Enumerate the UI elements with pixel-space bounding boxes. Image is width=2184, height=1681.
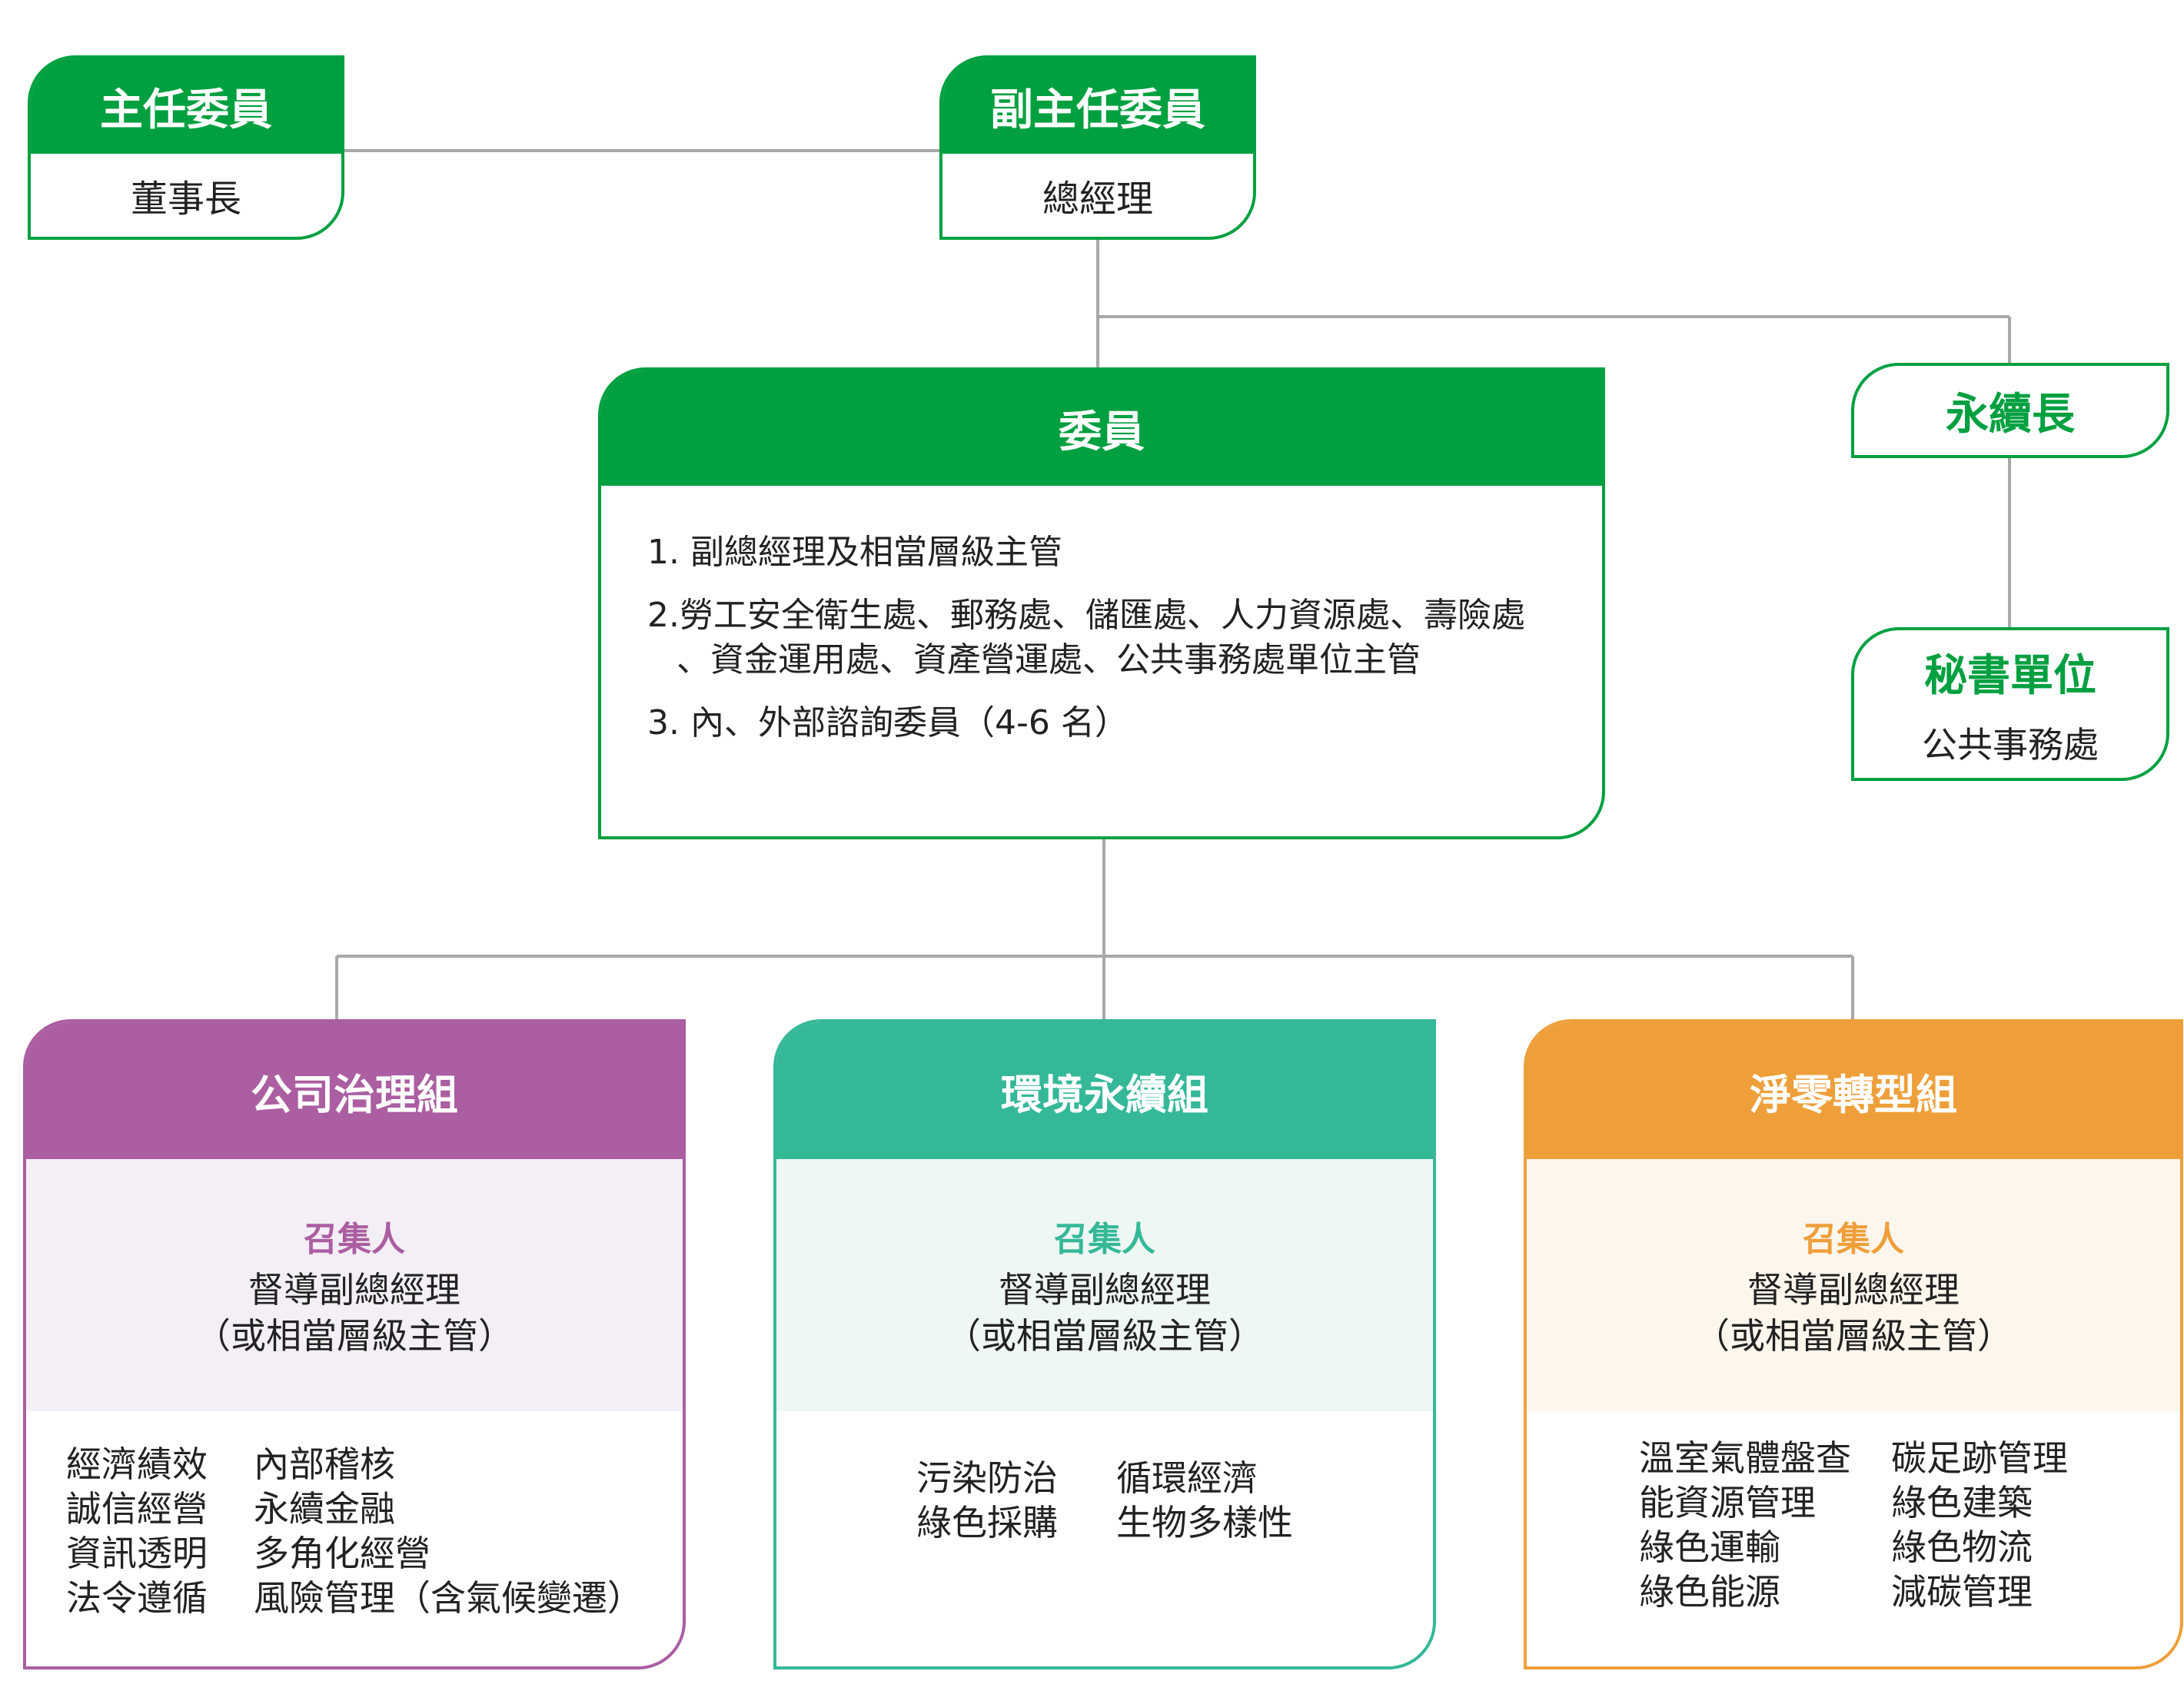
governance-tasks: 經濟績效 誠信經營 資訊透明 法令遵循 內部稽核 永續金融 多角化經營 風險管理…	[26, 1411, 683, 1620]
environment-task: 生物多樣性	[1116, 1502, 1293, 1543]
netzero-task: 碳足跡管理	[1891, 1437, 2068, 1479]
netzero-tasks-right: 碳足跡管理 綠色建築 綠色物流 減碳管理	[1891, 1436, 2068, 1614]
governance-task: 經濟績效	[66, 1443, 208, 1485]
governance-task: 法令遵循	[66, 1577, 208, 1619]
governance-task: 風險管理（含氣候變遷）	[254, 1577, 643, 1619]
netzero-task: 綠色建築	[1891, 1482, 2033, 1523]
netzero-group-title: 淨零轉型組	[1527, 1022, 2180, 1159]
governance-tasks-left: 經濟績效 誠信經營 資訊透明 法令遵循	[66, 1442, 208, 1620]
members-item-3-text: 3. 內、外部諮詢委員（4-6 名）	[647, 703, 1129, 742]
members-item-2-line1: 2.勞工安全衛生處、郵務處、儲匯處、人力資源處、壽險處	[647, 596, 1525, 635]
environment-convener-line1: 督導副總經理	[999, 1269, 1211, 1311]
environment-convener-label: 召集人	[1054, 1220, 1155, 1259]
vice-chairperson-role: 總經理	[1042, 178, 1153, 221]
vice-chairperson-title: 副主任委員	[942, 58, 1253, 154]
governance-task: 資訊透明	[66, 1533, 208, 1574]
governance-tasks-right: 內部稽核 永續金融 多角化經營 風險管理（含氣候變遷）	[254, 1442, 643, 1620]
governance-convener-line1: 督導副總經理	[248, 1269, 460, 1311]
netzero-task: 綠色運輸	[1639, 1527, 1780, 1568]
chairperson-role: 董事長	[130, 178, 241, 221]
chief-sustainability-officer-box: 永續長	[1851, 363, 2169, 458]
secretariat-box: 秘書單位 公共事務處	[1851, 627, 2169, 781]
governance-task: 誠信經營	[66, 1488, 208, 1530]
environment-convener: 召集人 督導副總經理 （或相當層級主管）	[776, 1159, 1433, 1411]
secretariat-title: 秘書單位	[1924, 650, 2096, 701]
chairperson-title: 主任委員	[31, 58, 341, 154]
netzero-convener-label: 召集人	[1803, 1220, 1904, 1259]
governance-convener-label: 召集人	[304, 1220, 405, 1259]
members-item-1-text: 1. 副總經理及相當層級主管	[647, 533, 1062, 572]
governance-convener-line2: （或相當層級主管）	[195, 1315, 514, 1357]
secretariat-unit: 公共事務處	[1922, 723, 2099, 766]
governance-task: 內部稽核	[254, 1443, 395, 1485]
netzero-task: 溫室氣體盤查	[1639, 1437, 1851, 1479]
netzero-tasks: 溫室氣體盤查 能資源管理 綠色運輸 綠色能源 碳足跡管理 綠色建築 綠色物流 減…	[1527, 1411, 2180, 1614]
netzero-tasks-left: 溫室氣體盤查 能資源管理 綠色運輸 綠色能源	[1639, 1436, 1851, 1614]
netzero-convener-line2: （或相當層級主管）	[1694, 1315, 2013, 1357]
environment-tasks: 污染防治 綠色採購 循環經濟 生物多樣性	[776, 1411, 1433, 1545]
environment-task: 污染防治	[916, 1457, 1058, 1499]
governance-group-title: 公司治理組	[26, 1022, 683, 1159]
environment-group-title: 環境永續組	[776, 1022, 1433, 1159]
netzero-task: 減碳管理	[1891, 1571, 2033, 1613]
members-item-1: 1. 副總經理及相當層級主管	[647, 530, 1602, 575]
netzero-convener: 召集人 督導副總經理 （或相當層級主管）	[1527, 1159, 2180, 1411]
members-item-2-line2: 、資金運用處、資產營運處、公共事務處單位主管	[676, 640, 1421, 679]
netzero-task: 綠色物流	[1891, 1527, 2033, 1568]
governance-convener: 召集人 督導副總經理 （或相當層級主管）	[26, 1159, 683, 1411]
netzero-task: 綠色能源	[1639, 1571, 1780, 1613]
members-item-3: 3. 內、外部諮詢委員（4-6 名）	[647, 701, 1602, 746]
environment-task: 循環經濟	[1116, 1457, 1258, 1499]
members-box: 委員 1. 副總經理及相當層級主管 2.勞工安全衛生處、郵務處、儲匯處、人力資源…	[598, 367, 1605, 839]
environment-tasks-right: 循環經濟 生物多樣性	[1116, 1456, 1293, 1545]
netzero-group-box: 淨零轉型組 召集人 督導副總經理 （或相當層級主管） 溫室氣體盤查 能資源管理 …	[1524, 1019, 2183, 1669]
governance-task: 永續金融	[254, 1488, 395, 1530]
governance-group-box: 公司治理組 召集人 督導副總經理 （或相當層級主管） 經濟績效 誠信經營 資訊透…	[23, 1019, 686, 1669]
netzero-convener-line1: 督導副總經理	[1747, 1269, 1960, 1311]
chief-sustainability-officer-title: 永續長	[1946, 389, 2075, 440]
environment-convener-line2: （或相當層級主管）	[946, 1315, 1264, 1357]
netzero-task: 能資源管理	[1639, 1482, 1816, 1523]
chairperson-box: 主任委員 董事長	[28, 55, 344, 240]
environment-task: 綠色採購	[916, 1502, 1058, 1543]
governance-task: 多角化經營	[254, 1533, 430, 1574]
environment-tasks-left: 污染防治 綠色採購	[916, 1456, 1058, 1545]
members-list: 1. 副總經理及相當層級主管 2.勞工安全衛生處、郵務處、儲匯處、人力資源處、壽…	[601, 486, 1602, 746]
environment-group-box: 環境永續組 召集人 督導副總經理 （或相當層級主管） 污染防治 綠色採購 循環經…	[773, 1019, 1436, 1669]
vice-chairperson-box: 副主任委員 總經理	[939, 55, 1256, 240]
members-title: 委員	[601, 370, 1602, 486]
members-item-2: 2.勞工安全衛生處、郵務處、儲匯處、人力資源處、壽險處 、資金運用處、資產營運處…	[647, 593, 1602, 683]
